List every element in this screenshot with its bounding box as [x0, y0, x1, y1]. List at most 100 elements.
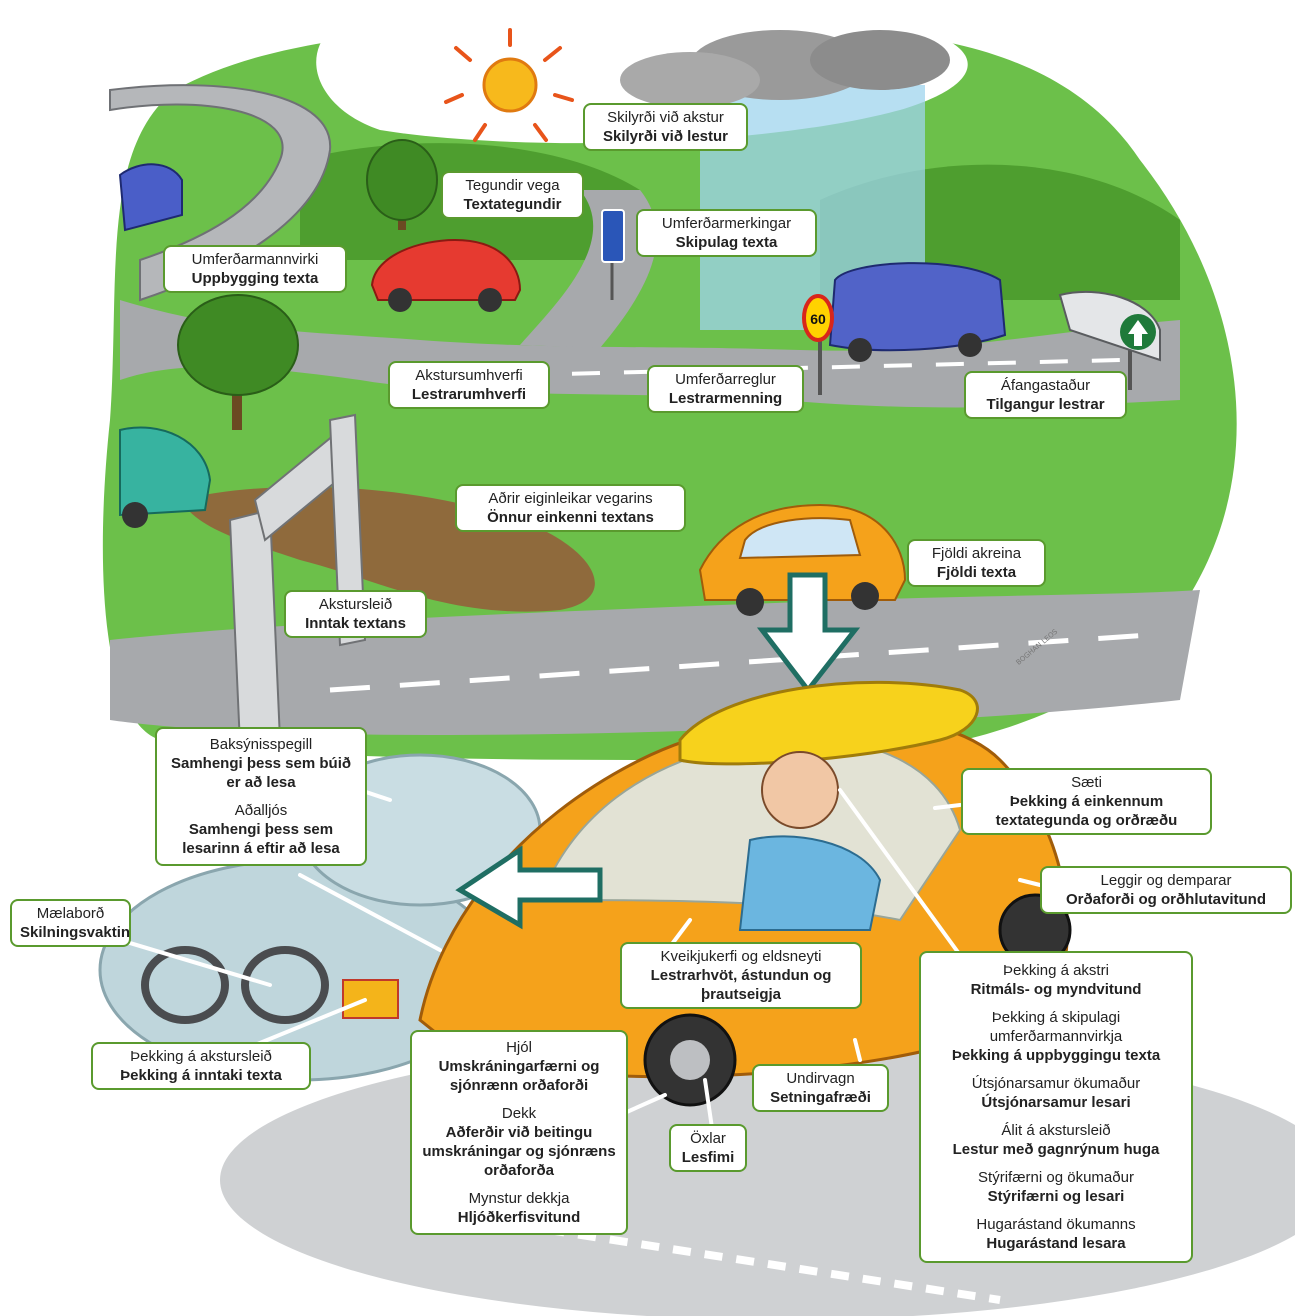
driver-body — [738, 835, 882, 931]
label-signs-reading: Skipulag texta — [675, 234, 778, 251]
label-dashboard-reading: Skilningsvaktin — [20, 924, 131, 941]
label-destination: Áfangastaður Tilgangur lestrar — [964, 371, 1127, 419]
blue-car-icon — [118, 163, 183, 232]
label-chassis-reading: Setningafræði — [770, 1089, 871, 1106]
label-tyres-reading: Aðferðir við beitingu umskráningar og sj… — [422, 1124, 616, 1179]
label-driver: Þekking á akstri Ritmáls- og myndvitund … — [919, 951, 1193, 1263]
steering-wheel-right-icon — [241, 946, 329, 1024]
label-seat-reading: Þekking á einkennum textategunda og orðr… — [995, 793, 1178, 829]
label-ignition-reading: Lestrarhvöt, ástundun og þrautseigja — [650, 967, 832, 1003]
label-driver-mindset: Hugarástand ökumanns — [976, 1216, 1136, 1233]
label-axles: Öxlar Lesfimi — [669, 1124, 747, 1172]
label-wheel-driving: Hjól — [506, 1039, 532, 1056]
label-mirror-driving: Baksýnisspegill — [209, 736, 313, 753]
label-tread-reading: Hljóðkerfisvitund — [457, 1209, 581, 1226]
label-suspension-driving: Leggir og demparar — [1100, 872, 1232, 889]
label-driver-steering: Stýrifærni og ökumaður — [978, 1169, 1134, 1186]
orange-car-icon — [698, 503, 907, 616]
label-conditions-driving: Skilyrði við akstur — [607, 109, 724, 126]
label-road-features-reading: Önnur einkenni textans — [487, 509, 654, 526]
blue-bus-icon — [828, 262, 1007, 362]
front-hubcap — [670, 1040, 710, 1080]
label-seat-driving: Sæti — [1071, 774, 1102, 791]
red-car-icon — [370, 238, 522, 312]
label-dashboard-driving: Mælaborð — [36, 905, 105, 922]
label-reader-structure: Þekking á uppbyggingu texta — [951, 1047, 1161, 1064]
direction-sign-icon — [601, 209, 625, 300]
label-rules: Umferðarreglur Lestrarmenning — [647, 365, 804, 413]
destination-sign-icon — [1058, 291, 1161, 390]
label-seat: Sæti Þekking á einkennum textategunda og… — [961, 768, 1212, 835]
label-route-knowledge-reading: Þekking á inntaki texta — [120, 1067, 282, 1084]
upper-road — [120, 300, 1180, 408]
label-route-knowledge: Þekking á akstursleið Þekking á inntaki … — [91, 1042, 311, 1090]
label-suspension-reading: Orðaforði og orðhlutavitund — [1066, 891, 1266, 908]
label-environment-reading: Lestrarumhverfi — [411, 386, 527, 403]
label-axles-driving: Öxlar — [690, 1130, 726, 1147]
speed-limit-value: 60 — [810, 311, 826, 327]
label-route: Akstursleið Inntak textans — [284, 590, 427, 638]
label-reader-knowledge: Ritmáls- og myndvitund — [970, 981, 1142, 998]
left-arrow-icon — [455, 845, 603, 930]
label-route-driving: Akstursleið — [318, 596, 393, 613]
label-road-features: Aðrir eiginleikar vegarins Önnur einkenn… — [455, 484, 686, 532]
label-chassis-driving: Undirvagn — [786, 1070, 855, 1087]
steering-wheel-left-icon — [141, 946, 229, 1024]
label-signs: Umferðarmerkingar Skipulag texta — [636, 209, 817, 257]
label-driver-opinion: Álit á akstursleið — [1001, 1122, 1111, 1139]
label-mirror: Baksýnisspegill Samhengi þess sem búið e… — [155, 727, 367, 866]
label-suspension: Leggir og demparar Orðaforði og orðhluta… — [1040, 866, 1292, 914]
gantry-sign — [228, 413, 367, 747]
label-tyres-driving: Dekk — [501, 1105, 537, 1122]
speed-limit-sign-icon — [802, 294, 834, 395]
label-environment-driving: Akstursumhverfi — [415, 367, 523, 384]
label-signs-driving: Umferðarmerkingar — [661, 215, 792, 232]
sun-icon — [444, 28, 574, 142]
label-destination-driving: Áfangastaður — [1000, 377, 1091, 394]
label-tread-driving: Mynstur dekkja — [468, 1190, 570, 1207]
label-wheel: Hjól Umskráningarfærni og sjónrænn orðaf… — [410, 1030, 628, 1235]
label-environment: Akstursumhverfi Lestrarumhverfi — [388, 361, 550, 409]
down-arrow-icon — [756, 572, 861, 695]
gps-map-icon — [342, 979, 399, 1019]
label-road-types-reading: Textategundir — [463, 196, 562, 213]
driver-hat — [678, 680, 979, 766]
label-road-types-driving: Tegundir vega — [465, 177, 560, 194]
label-driver-structure: Þekking á skipulagi umferðarmannvirkja — [989, 1009, 1123, 1045]
label-dashboard: Mælaborð Skilningsvaktin — [10, 899, 131, 947]
label-headlights-driving: Aðalljós — [234, 802, 288, 819]
label-reader-critical: Lestur með gagnrýnum huga — [952, 1141, 1160, 1158]
tree-icon — [366, 139, 438, 230]
label-reader-steering: Stýrifærni og lesari — [987, 1188, 1125, 1205]
label-route-knowledge-driving: Þekking á akstursleið — [130, 1048, 272, 1065]
label-rules-driving: Umferðarreglur — [675, 371, 776, 388]
label-structures-driving: Umferðarmannvirki — [191, 251, 319, 268]
label-conditions: Skilyrði við akstur Skilyrði við lestur — [583, 103, 748, 151]
label-wheel-reading: Umskráningarfærni og sjónrænn orðaforði — [438, 1058, 600, 1094]
label-structures: Umferðarmannvirki Uppbygging texta — [163, 245, 347, 293]
label-chassis: Undirvagn Setningafræði — [752, 1064, 889, 1112]
label-driver-resourceful: Útsjónarsamur ökumaður — [971, 1075, 1141, 1092]
label-route-reading: Inntak textans — [305, 615, 406, 632]
label-structures-reading: Uppbygging texta — [191, 270, 319, 287]
label-driver-knowledge: Þekking á akstri — [1003, 962, 1109, 979]
label-ignition: Kveikjukerfi og eldsneyti Lestrarhvöt, á… — [620, 942, 862, 1009]
label-reader-resourceful: Útsjónarsamur lesari — [981, 1094, 1131, 1111]
label-lanes: Fjöldi akreina Fjöldi texta — [907, 539, 1046, 587]
label-destination-reading: Tilgangur lestrar — [986, 396, 1105, 413]
green-car-icon — [119, 426, 212, 528]
tree-icon — [177, 294, 299, 430]
driver-head — [761, 751, 839, 829]
rain-cloud-icon — [620, 30, 950, 330]
label-lanes-driving: Fjöldi akreina — [931, 545, 1022, 562]
label-axles-reading: Lesfimi — [681, 1149, 735, 1166]
label-road-features-driving: Aðrir eiginleikar vegarins — [488, 490, 653, 507]
label-ignition-driving: Kveikjukerfi og eldsneyti — [660, 948, 822, 965]
label-rules-reading: Lestrarmenning — [668, 390, 783, 407]
label-conditions-reading: Skilyrði við lestur — [602, 128, 729, 145]
label-mirror-reading: Samhengi þess sem búið er að lesa — [170, 755, 352, 791]
label-road-types: Tegundir vega Textategundir — [441, 171, 584, 219]
label-reader-mindset: Hugarástand lesara — [986, 1235, 1126, 1252]
label-headlights-reading: Samhengi þess sem lesarinn á eftir að le… — [182, 821, 340, 857]
label-lanes-reading: Fjöldi texta — [936, 564, 1017, 581]
